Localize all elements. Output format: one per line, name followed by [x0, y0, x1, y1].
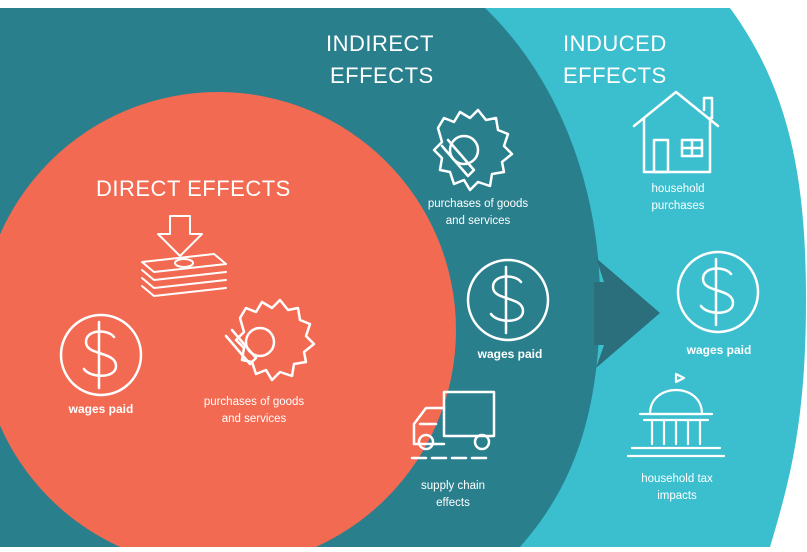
indirect-wages-dollar-icon: [466, 258, 550, 342]
indirect-title-line2: EFFECTS: [330, 63, 434, 88]
direct-effects-circle: [0, 92, 456, 552]
indirect-title-line1: INDIRECT: [326, 31, 434, 56]
induced-title-line1: INDUCED: [563, 31, 667, 56]
indirect-wages-label: wages paid: [477, 347, 543, 361]
indirect-gear-wrench-icon: [432, 108, 514, 192]
direct-gear-wrench-icon: [224, 298, 316, 382]
direct-effects-title: DIRECT EFFECTS: [96, 176, 291, 201]
money-stack-arrow-icon: [141, 215, 227, 297]
supply-truck-icon: [410, 390, 496, 460]
direct-wages-dollar-icon: [59, 313, 143, 397]
direct-to-indirect-arrow: [400, 255, 450, 365]
supply-chain-label: supply chain effects: [421, 480, 485, 509]
house-icon: [632, 90, 720, 174]
household-purchases-label: household purchases: [651, 183, 705, 212]
induced-wages-dollar-icon: [676, 250, 760, 334]
induced-title-line2: EFFECTS: [563, 63, 667, 88]
household-tax-label: household tax impacts: [641, 473, 713, 502]
indirect-to-induced-arrow: [594, 258, 660, 368]
direct-wages-label: wages paid: [68, 402, 134, 416]
indirect-purchases-label: purchases of goods and services: [427, 198, 529, 227]
induced-wages-label: wages paid: [686, 343, 752, 357]
direct-purchases-label: purchases of goods and services: [203, 396, 305, 425]
capitol-building-icon: [626, 372, 726, 458]
